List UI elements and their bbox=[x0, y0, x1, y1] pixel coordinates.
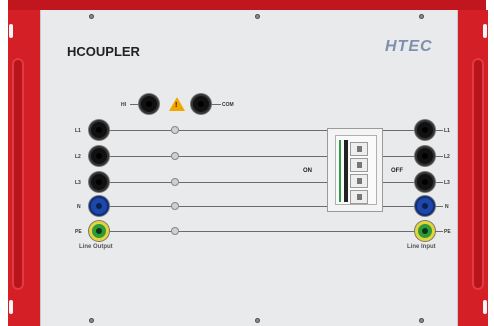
breaker-pole-switch[interactable] bbox=[350, 190, 368, 204]
wire-l1-in bbox=[383, 130, 417, 131]
right-rack-ear bbox=[456, 10, 488, 326]
right-jack-label: N bbox=[445, 204, 449, 210]
wire-l3-in bbox=[383, 182, 417, 183]
wire-n bbox=[107, 206, 417, 207]
right-rack-handle[interactable] bbox=[472, 58, 484, 290]
wire-l1 bbox=[107, 130, 327, 131]
indicator-knob bbox=[171, 152, 179, 160]
ear-slot bbox=[9, 300, 13, 314]
wire bbox=[435, 206, 443, 207]
breaker-status-strip bbox=[339, 140, 341, 202]
wire bbox=[211, 104, 221, 105]
breaker-off-label: OFF bbox=[391, 168, 403, 174]
left-jack-label: N bbox=[77, 204, 81, 210]
screw-icon bbox=[419, 318, 424, 323]
wire-l2 bbox=[107, 156, 327, 157]
screw-icon bbox=[255, 14, 260, 19]
breaker-rail bbox=[344, 140, 348, 202]
left-rack-handle[interactable] bbox=[12, 58, 24, 290]
wire-l2-in bbox=[383, 156, 417, 157]
indicator-knob bbox=[171, 202, 179, 210]
left-jack-label: PE bbox=[75, 229, 82, 235]
left-jack-n[interactable] bbox=[89, 196, 109, 216]
breaker-pole-switch[interactable] bbox=[350, 142, 368, 156]
breaker-pole-switch[interactable] bbox=[350, 174, 368, 188]
left-jack-l2[interactable] bbox=[89, 146, 109, 166]
wire bbox=[435, 231, 443, 232]
right-jack-l3[interactable] bbox=[415, 172, 435, 192]
screw-icon bbox=[255, 318, 260, 323]
screw-icon bbox=[89, 14, 94, 19]
indicator-knob bbox=[171, 227, 179, 235]
indicator-knob bbox=[171, 126, 179, 134]
left-jack-l3[interactable] bbox=[89, 172, 109, 192]
wire bbox=[130, 104, 140, 105]
breaker-on-label: ON bbox=[303, 168, 312, 174]
right-jack-n[interactable] bbox=[415, 196, 435, 216]
right-jack-l2[interactable] bbox=[415, 146, 435, 166]
com-jack[interactable] bbox=[191, 94, 211, 114]
left-jack-label: L1 bbox=[75, 128, 81, 134]
left-jack-label: L3 bbox=[75, 180, 81, 186]
circuit-breaker[interactable] bbox=[335, 135, 377, 205]
warning-symbol: ! bbox=[175, 102, 178, 109]
hi-jack[interactable] bbox=[139, 94, 159, 114]
right-jack-label: L1 bbox=[444, 128, 450, 134]
circuit-breaker-housing bbox=[327, 128, 383, 212]
left-rack-ear bbox=[8, 10, 40, 326]
wire-pe bbox=[107, 231, 417, 232]
ear-slot bbox=[9, 24, 13, 38]
right-jack-label: PE bbox=[444, 229, 451, 235]
screw-icon bbox=[419, 14, 424, 19]
hi-label: HI bbox=[121, 102, 126, 108]
line-output-caption: Line Output bbox=[79, 244, 113, 250]
right-jack-label: L3 bbox=[444, 180, 450, 186]
ear-slot bbox=[483, 300, 487, 314]
breaker-pole-switch[interactable] bbox=[350, 158, 368, 172]
wire bbox=[435, 156, 443, 157]
device-title: HCOUPLER bbox=[67, 44, 140, 59]
front-panel: HCOUPLER HTEC HI ! COM L1 L2 L3 N PE Lin… bbox=[40, 10, 458, 326]
left-jack-l1[interactable] bbox=[89, 120, 109, 140]
warning-icon bbox=[169, 97, 185, 111]
indicator-knob bbox=[171, 178, 179, 186]
ear-slot bbox=[483, 24, 487, 38]
rack-top-strip bbox=[8, 0, 486, 10]
left-jack-pe[interactable] bbox=[89, 221, 109, 241]
left-jack-label: L2 bbox=[75, 154, 81, 160]
brand-logo: HTEC bbox=[385, 38, 433, 55]
right-jack-l1[interactable] bbox=[415, 120, 435, 140]
com-label: COM bbox=[222, 102, 234, 108]
wire bbox=[435, 182, 443, 183]
right-jack-label: L2 bbox=[444, 154, 450, 160]
right-jack-pe[interactable] bbox=[415, 221, 435, 241]
wire bbox=[435, 130, 443, 131]
line-input-caption: Line Input bbox=[407, 244, 436, 250]
screw-icon bbox=[89, 318, 94, 323]
wire-l3 bbox=[107, 182, 327, 183]
